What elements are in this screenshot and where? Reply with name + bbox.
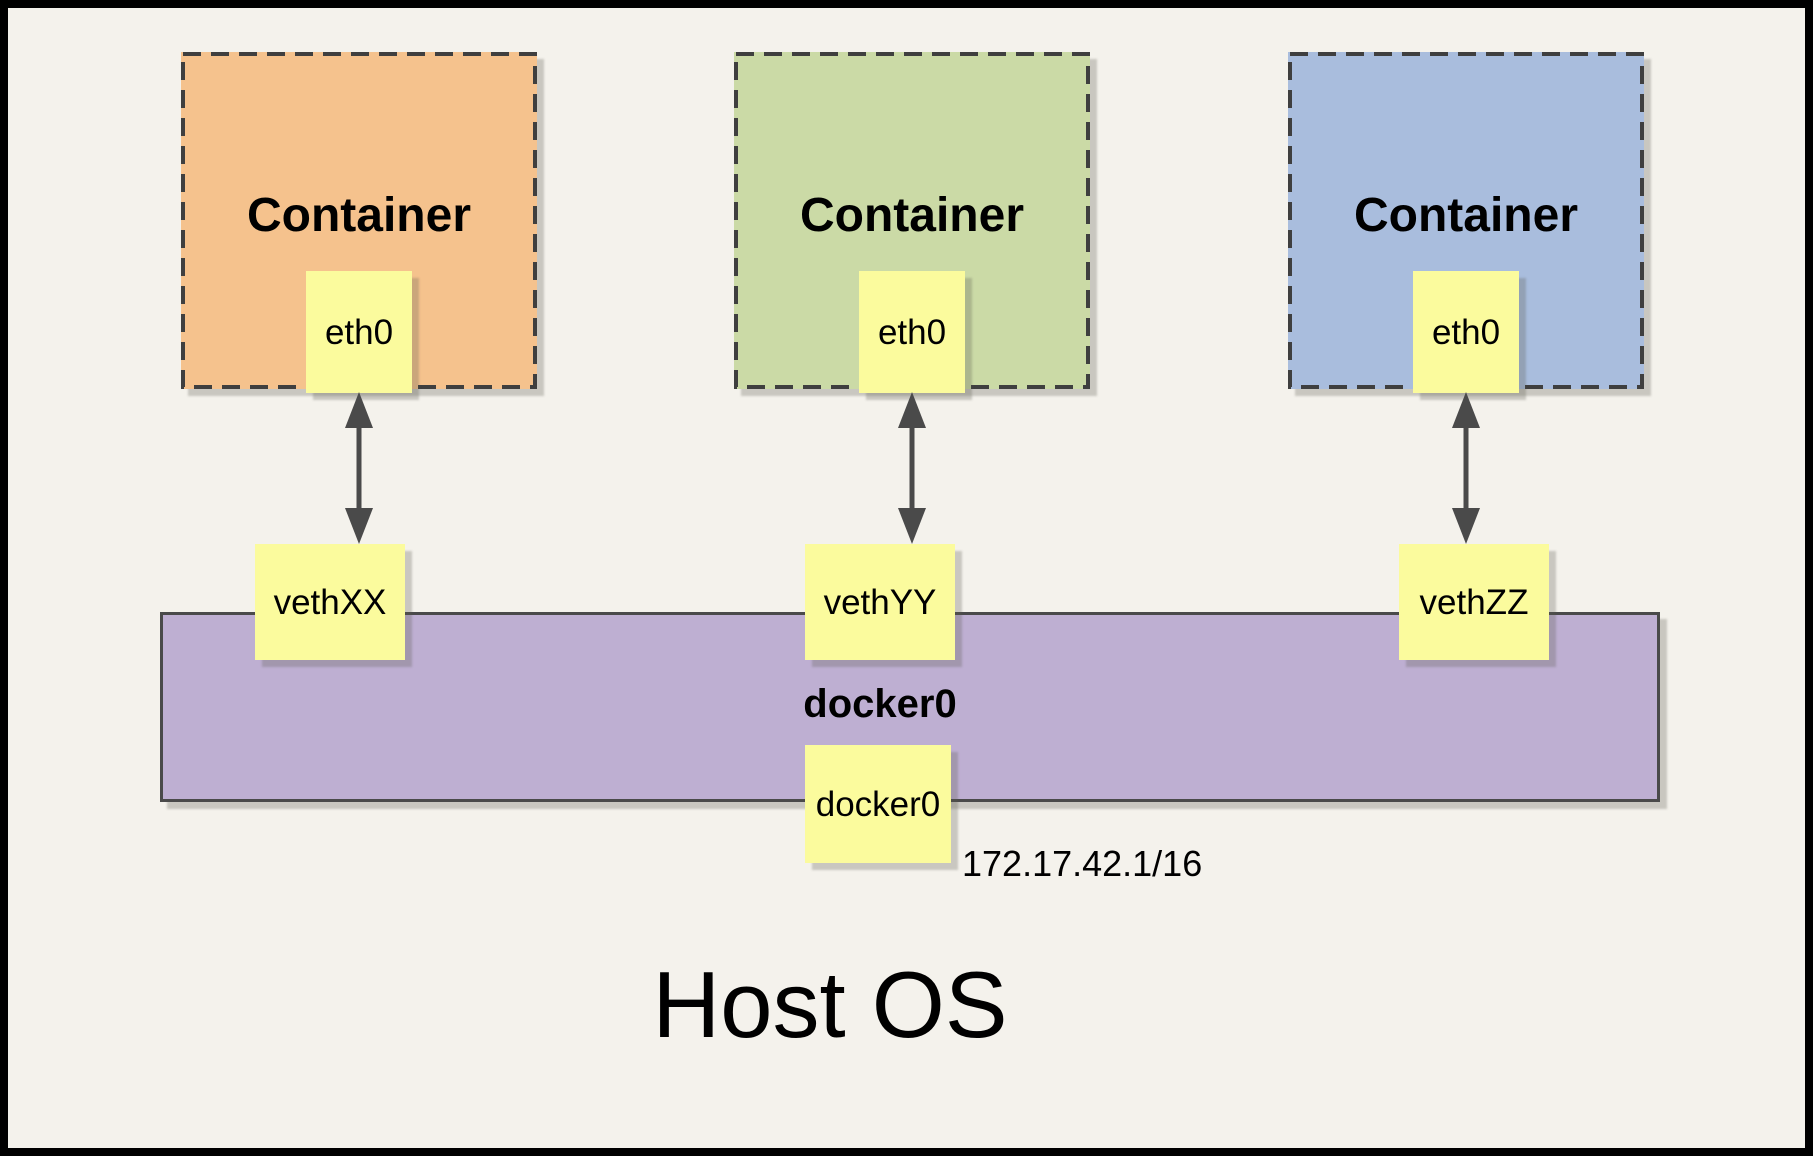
veth-interface-box: vethXX (255, 544, 405, 660)
docker0-bridge-title: docker0 (803, 682, 957, 726)
veth-interface-label: vethZZ (1419, 582, 1529, 622)
veth-interface-label: vethYY (823, 582, 937, 622)
container-title: Container (246, 189, 471, 242)
host-os-title: Host OS (652, 952, 1008, 1057)
eth0-interface-box: eth0 (859, 271, 965, 393)
double-arrow-icon (1452, 392, 1480, 544)
container-box: Container eth0 (181, 52, 537, 393)
bridge-ip-label: 172.17.42.1/16 (962, 843, 1203, 884)
double-arrow-icon (898, 392, 926, 544)
eth0-interface-label: eth0 (877, 312, 947, 352)
veth-interface-label: vethXX (273, 582, 387, 622)
veth-interface-box: vethZZ (1399, 544, 1549, 660)
docker0-interface-label: docker0 (815, 784, 941, 824)
container-title: Container (1353, 189, 1578, 242)
double-arrow-icon (345, 392, 373, 544)
container-box: Container eth0 (734, 52, 1090, 393)
docker0-interface-box: docker0 (805, 745, 951, 863)
container-title: Container (799, 189, 1024, 242)
eth0-interface-box: eth0 (1413, 271, 1519, 393)
veth-interface-box: vethYY (805, 544, 955, 660)
eth0-interface-label: eth0 (1431, 312, 1501, 352)
eth0-interface-box: eth0 (306, 271, 412, 393)
container-box: Container eth0 (1288, 52, 1644, 393)
eth0-interface-label: eth0 (324, 312, 394, 352)
